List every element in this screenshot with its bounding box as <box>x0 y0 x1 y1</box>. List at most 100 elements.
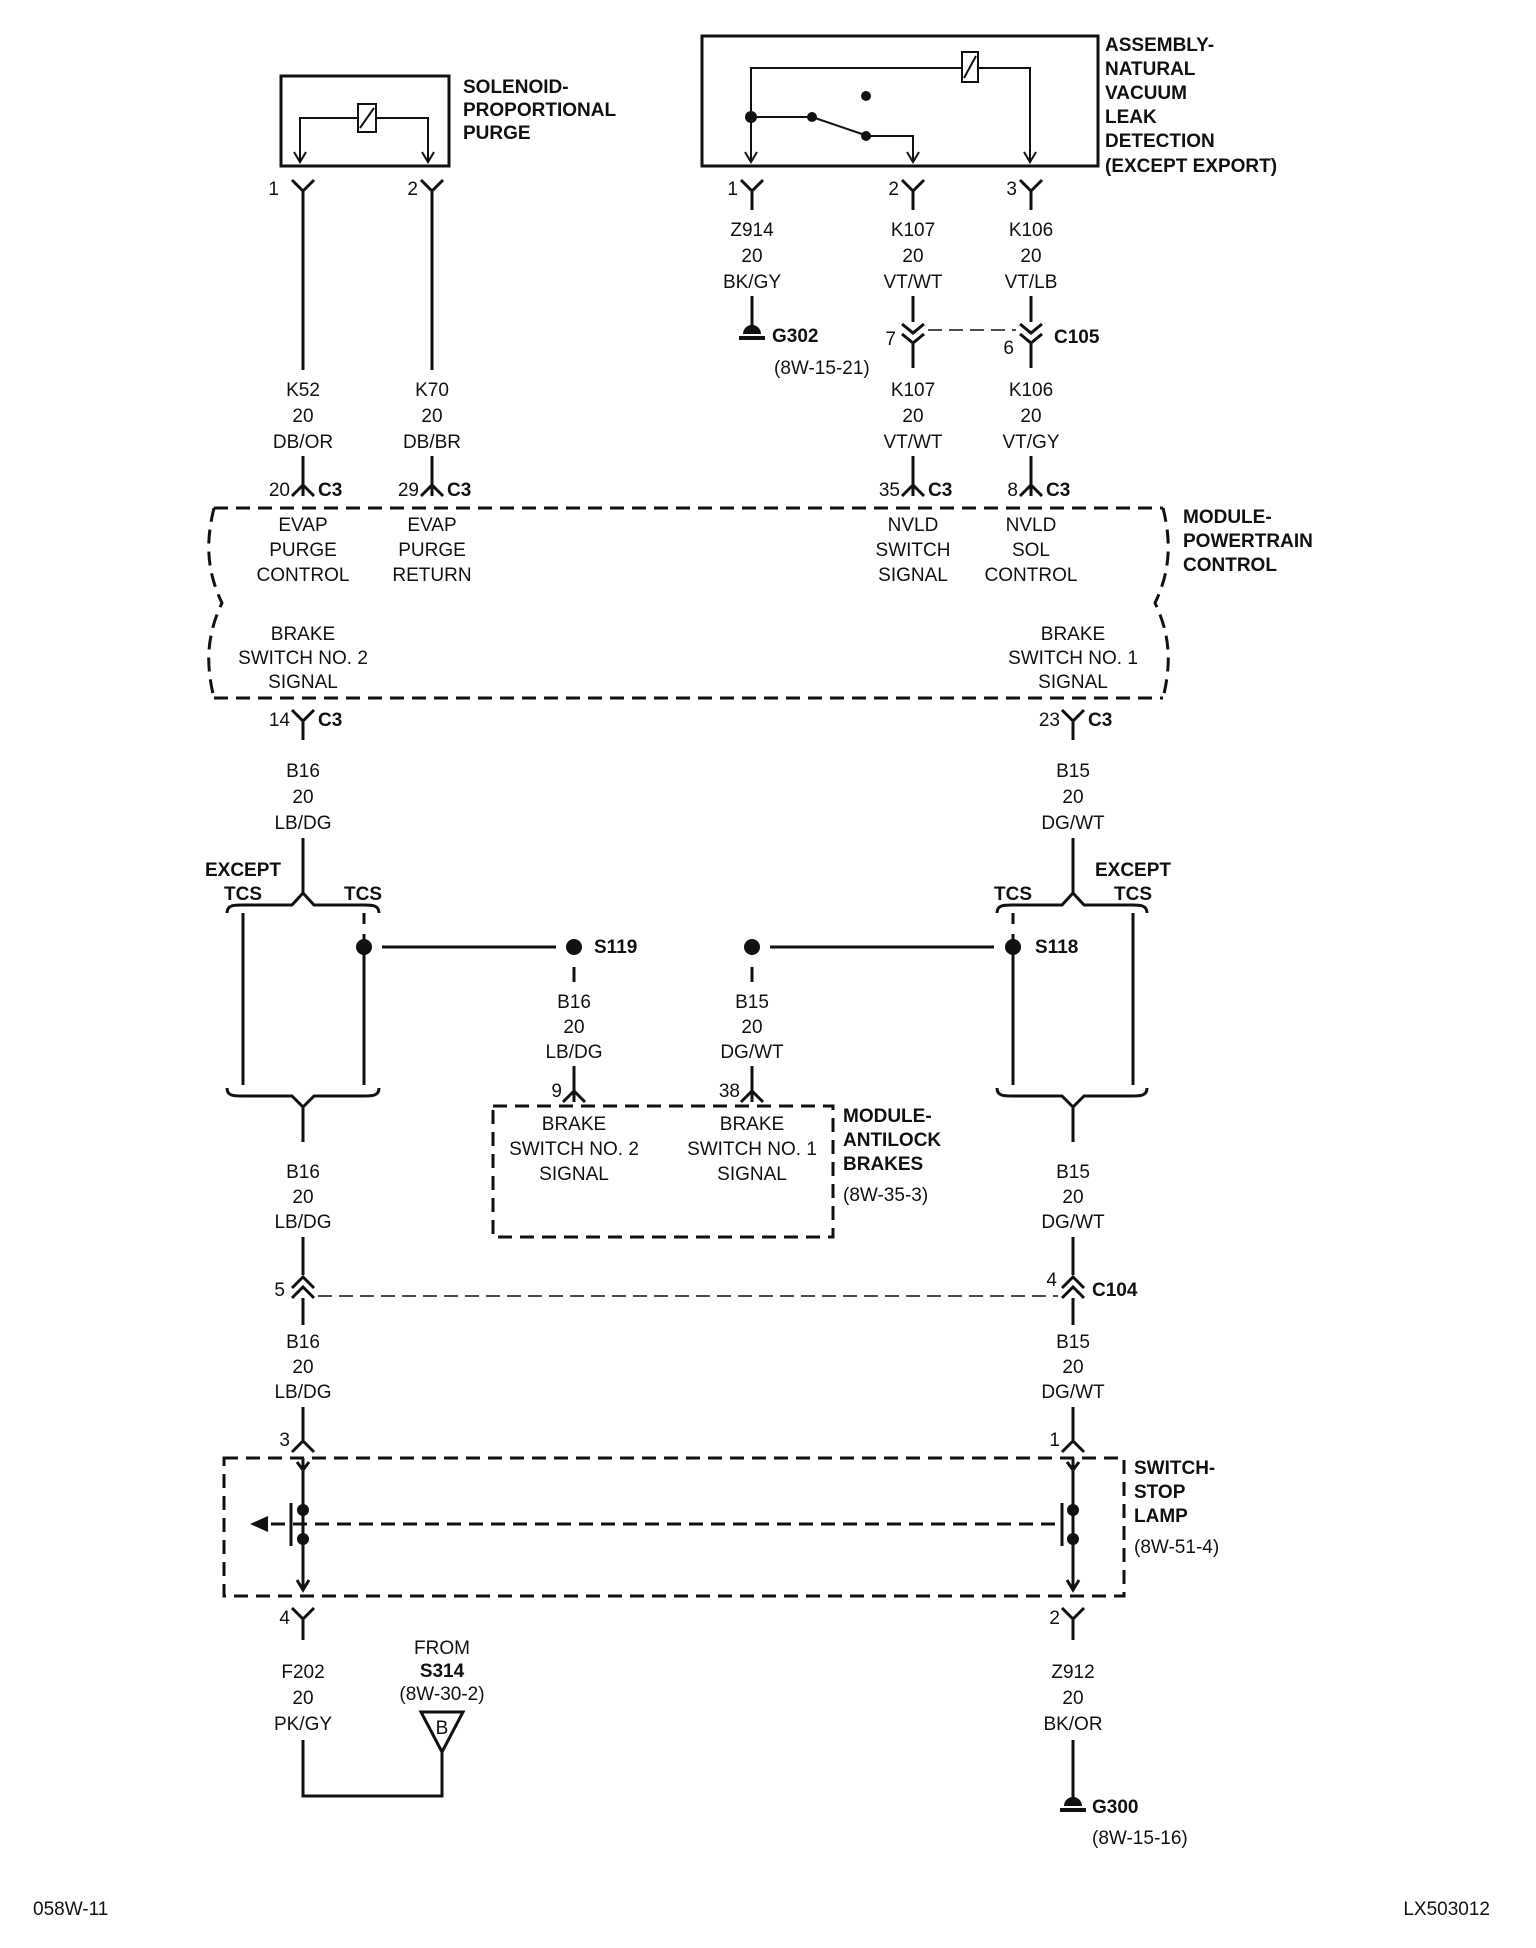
g302-label: G302 <box>772 326 818 347</box>
wire-b16-mid: B16 20 LB/DG <box>274 1162 332 1275</box>
abs-ref: (8W-35-3) <box>843 1185 928 1206</box>
wire-k106a-gauge: 20 <box>1020 246 1041 267</box>
pcm-brake-sw2-3: SIGNAL <box>268 672 338 693</box>
wire-f202-gauge: 20 <box>292 1688 313 1709</box>
ground-g302: G302 (8W-15-21) <box>739 325 870 379</box>
abs-brake-sw2-1: BRAKE <box>542 1114 606 1135</box>
wire-b16abs-color: LB/DG <box>545 1042 602 1063</box>
purge-solenoid-title-3: PURGE <box>463 123 531 144</box>
splice-s119: S119 <box>356 937 637 982</box>
wire-b15b-gauge: 20 <box>1062 1187 1083 1208</box>
wire-k107a-circuit: K107 <box>891 220 935 241</box>
abs-title-2: ANTILOCK <box>843 1130 941 1151</box>
pcm-brake-sw1-2: SWITCH NO. 1 <box>1008 648 1138 669</box>
pcm-title-1: MODULE- <box>1183 507 1272 528</box>
wire-b15abs-gauge: 20 <box>741 1017 762 1038</box>
purge-solenoid-title-1: SOLENOID- <box>463 77 569 98</box>
abs-module: BRAKE SWITCH NO. 2 SIGNAL BRAKE SWITCH N… <box>491 1104 941 1239</box>
wire-b16c-color: LB/DG <box>274 1382 331 1403</box>
right-except-tcs-1: EXCEPT <box>1095 860 1171 881</box>
tcs-brackets-left: EXCEPT TCS TCS <box>205 860 382 1142</box>
pcm-nvld-sol-control-2: SOL <box>1012 540 1050 561</box>
wire-b15-mid: B15 20 DG/WT <box>1041 1162 1105 1275</box>
pcm-module: MODULE- POWERTRAIN CONTROL EVAP PURGE CO… <box>207 506 1313 700</box>
sw-pin-1: 1 <box>1049 1430 1060 1451</box>
pcm-pin-14: 14 <box>269 710 291 731</box>
wire-b15abs-circuit: B15 <box>735 992 769 1013</box>
nvld-title-5: DETECTION <box>1105 131 1215 152</box>
right-except-tcs-2: TCS <box>1114 884 1152 905</box>
c104-label: C104 <box>1092 1280 1138 1301</box>
pcm-lower-pins: 14 C3 23 C3 <box>269 708 1112 740</box>
from-ref: (8W-30-2) <box>399 1684 484 1705</box>
wire-b15-abs: B15 20 DG/WT 38 <box>719 992 784 1104</box>
pcm-brake-sw1-3: SIGNAL <box>1038 672 1108 693</box>
wire-z914-color: BK/GY <box>723 272 781 293</box>
c105-pin-a: 7 <box>885 329 896 350</box>
abs-pin-9: 9 <box>551 1081 562 1102</box>
wire-f202-circuit: F202 <box>281 1662 324 1683</box>
wire-k107b-circuit: K107 <box>891 380 935 401</box>
pcm-title-3: CONTROL <box>1183 555 1277 576</box>
pcm-c3-35: C3 <box>928 480 952 501</box>
c104-pin-b: 4 <box>1046 1270 1057 1291</box>
pcm-c3-20: C3 <box>318 480 342 501</box>
nvld-title-6: (EXCEPT EXPORT) <box>1105 156 1277 177</box>
nvld-pin-1: 1 <box>727 179 738 200</box>
switch-ref: (8W-51-4) <box>1134 1537 1219 1558</box>
top-pins: 1 2 1 2 3 <box>268 178 1044 210</box>
pcm-pin-35: 35 <box>879 480 900 501</box>
right-tcs: TCS <box>994 884 1032 905</box>
pcm-title-2: POWERTRAIN <box>1183 531 1313 552</box>
pcm-pin-23: 23 <box>1039 710 1060 731</box>
wire-k70-color: DB/BR <box>403 432 461 453</box>
wire-k107a-gauge: 20 <box>902 246 923 267</box>
wire-b16abs-circuit: B16 <box>557 992 591 1013</box>
wire-b15-low: B15 20 DG/WT 1 <box>1041 1332 1105 1454</box>
wire-k107a-color: VT/WT <box>883 272 942 293</box>
sw-pin-3: 3 <box>279 1430 290 1451</box>
pcm-c3-29: C3 <box>447 480 471 501</box>
abs-title-1: MODULE- <box>843 1106 932 1127</box>
wire-k106b-color: VT/GY <box>1002 432 1059 453</box>
g300-label: G300 <box>1092 1797 1138 1818</box>
wire-k52-gauge: 20 <box>292 406 313 427</box>
abs-title-3: BRAKES <box>843 1154 923 1175</box>
wire-b16-low: B16 20 LB/DG 3 <box>274 1332 332 1454</box>
wire-b15b-color: DG/WT <box>1041 1212 1105 1233</box>
wire-b16-pcm: B16 20 LB/DG <box>274 761 332 892</box>
pcm-evap-purge-return-2: PURGE <box>398 540 466 561</box>
wire-b16b-circuit: B16 <box>286 1162 320 1183</box>
wire-k106a-circuit: K106 <box>1009 220 1053 241</box>
switch-bottom-pins: 4 2 <box>279 1606 1086 1640</box>
connector-c104: 5 4 C104 <box>274 1270 1138 1325</box>
pcm-pin-8: 8 <box>1007 480 1018 501</box>
wire-b15c-color: DG/WT <box>1041 1382 1105 1403</box>
left-except-tcs-1: EXCEPT <box>205 860 281 881</box>
pcm-brake-sw2-2: SWITCH NO. 2 <box>238 648 368 669</box>
sw-pin-2: 2 <box>1049 1608 1060 1629</box>
wire-b16-abs: B16 20 LB/DG 9 <box>545 992 603 1104</box>
pcm-evap-purge-control-3: CONTROL <box>257 565 350 586</box>
abs-brake-sw2-3: SIGNAL <box>539 1164 609 1185</box>
wire-k107b-gauge: 20 <box>902 406 923 427</box>
wire-k70-circuit: K70 <box>415 380 449 401</box>
from-splice: S314 <box>420 1661 465 1682</box>
wire-b16c-circuit: B16 <box>286 1332 320 1353</box>
pcm-pin-20: 20 <box>269 480 290 501</box>
wire-k106-top: K106 20 VT/LB <box>1005 220 1058 322</box>
sol-pin-1: 1 <box>268 179 279 200</box>
abs-brake-sw1-2: SWITCH NO. 1 <box>687 1139 817 1160</box>
wire-z912-color: BK/OR <box>1043 1714 1102 1735</box>
nvld-title-4: LEAK <box>1105 107 1157 128</box>
s119-label: S119 <box>594 937 637 958</box>
c105-label: C105 <box>1054 327 1100 348</box>
sw-pin-4: 4 <box>279 1608 290 1629</box>
wire-b15c-circuit: B15 <box>1056 1332 1090 1353</box>
wire-z914-circuit: Z914 <box>730 220 774 241</box>
wire-z912: Z912 20 BK/OR <box>1043 1662 1103 1802</box>
nvld-pin-3: 3 <box>1006 179 1017 200</box>
wire-k106a-color: VT/LB <box>1005 272 1058 293</box>
footer-left: 058W-11 <box>33 1899 108 1920</box>
switch-title-2: STOP <box>1134 1482 1186 1503</box>
